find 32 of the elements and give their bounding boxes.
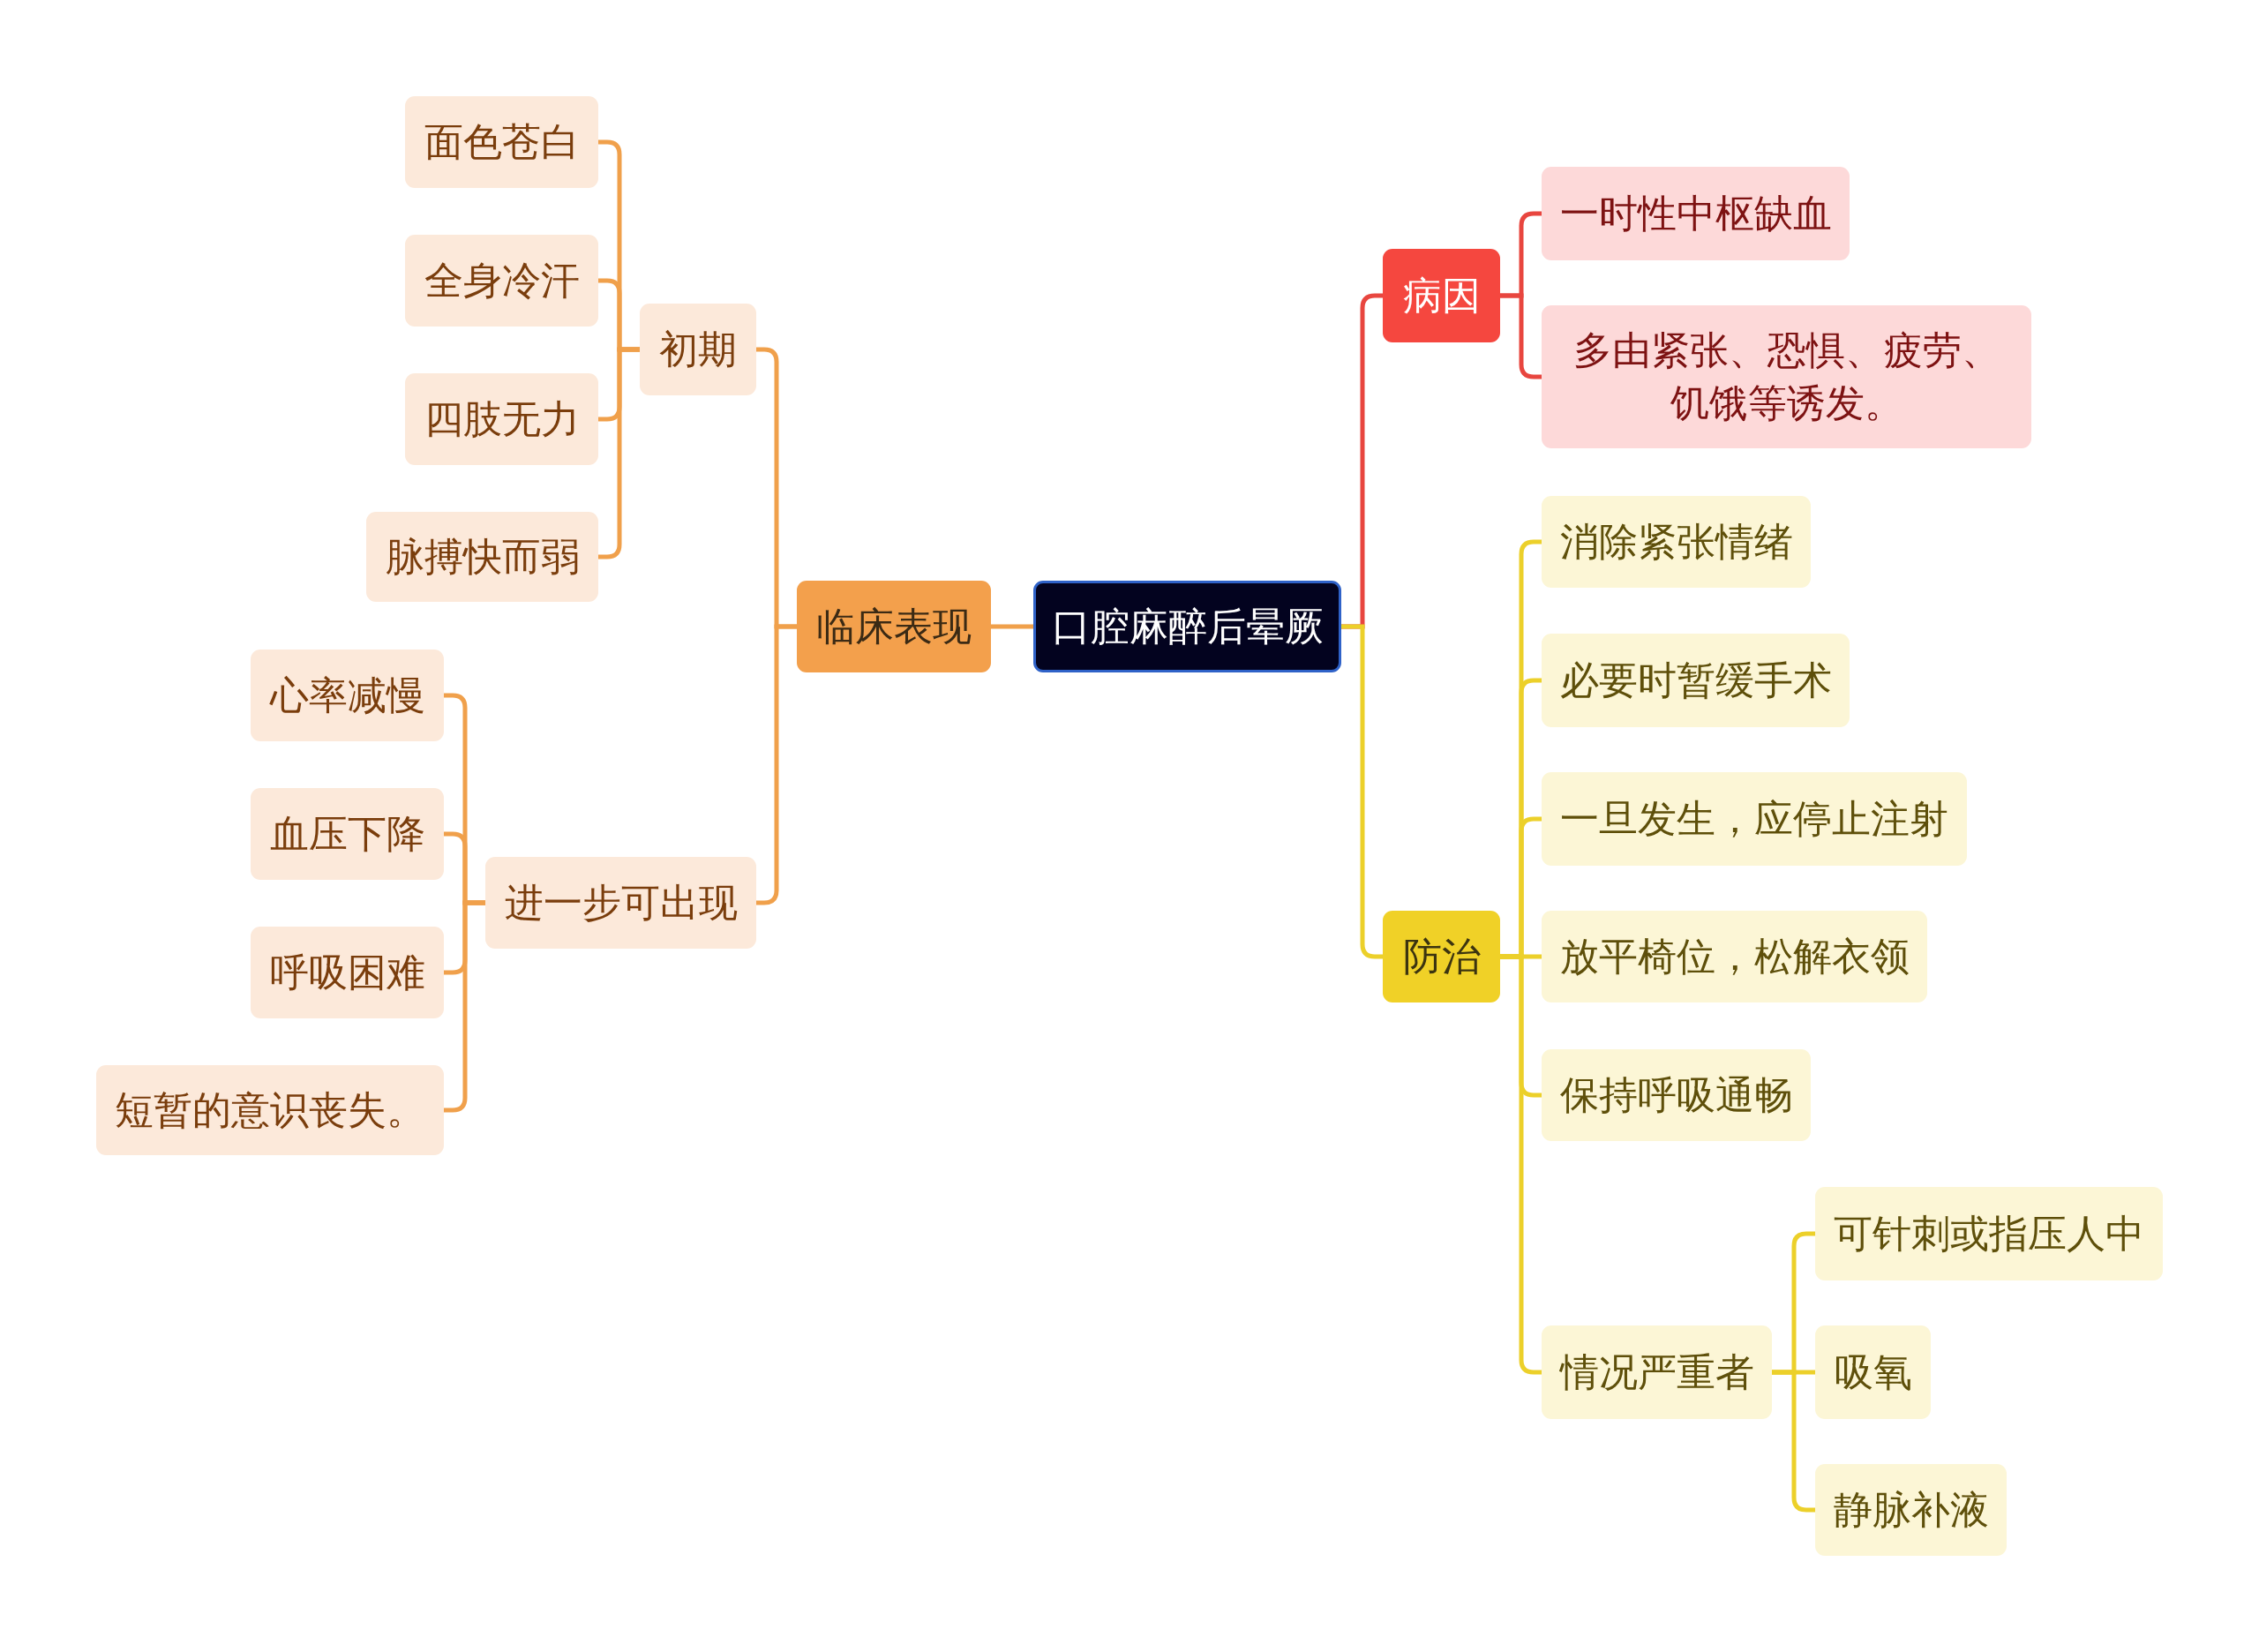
connector-line <box>991 624 1033 629</box>
subtopic-box: 全身冷汗 <box>405 235 598 327</box>
branch-topic-box: 病因 <box>1383 249 1500 342</box>
subtopic-box: 心率减慢 <box>251 650 444 741</box>
branch-topic-box: 防治 <box>1383 911 1500 1002</box>
subtopic-box: 多由紧张、恐惧、疲劳、饥饿等诱发。 <box>1542 305 2031 448</box>
connector-line <box>1341 624 1383 959</box>
connector-line <box>598 347 640 559</box>
subtopic-box: 脉搏快而弱 <box>366 512 598 602</box>
subtopic-box: 初期 <box>640 304 756 395</box>
subtopic-box: 吸氧 <box>1815 1325 1931 1419</box>
subtopic-box: 短暂的意识丧失。 <box>96 1065 444 1155</box>
subtopic-box: 放平椅位，松解衣领 <box>1542 911 1927 1002</box>
subtopic-box: 一旦发生，应停止注射 <box>1542 772 1967 866</box>
connector-line <box>1772 1370 1815 1513</box>
subtopic-box: 血压下降 <box>251 788 444 880</box>
branch-topic-box: 临床表现 <box>797 581 991 672</box>
subtopic-box: 必要时暂缓手术 <box>1542 634 1850 727</box>
subtopic-box: 面色苍白 <box>405 96 598 188</box>
subtopic-box: 进一步可出现 <box>485 857 756 949</box>
subtopic-box: 情况严重者 <box>1542 1325 1772 1419</box>
connector-line <box>1500 293 1542 379</box>
connector-line <box>756 624 797 905</box>
central-topic-box: 口腔麻醉后晕厥 <box>1033 581 1341 672</box>
subtopic-box: 一时性中枢缺血 <box>1542 167 1850 260</box>
subtopic-box: 保持呼吸通畅 <box>1542 1049 1811 1141</box>
subtopic-box: 静脉补液 <box>1815 1464 2007 1556</box>
subtopic-box: 消除紧张情绪 <box>1542 496 1811 588</box>
connector-line <box>444 900 485 1113</box>
subtopic-box: 可针刺或指压人中 <box>1815 1187 2163 1280</box>
subtopic-box: 四肢无力 <box>405 373 598 465</box>
subtopic-box: 呼吸困难 <box>251 927 444 1018</box>
